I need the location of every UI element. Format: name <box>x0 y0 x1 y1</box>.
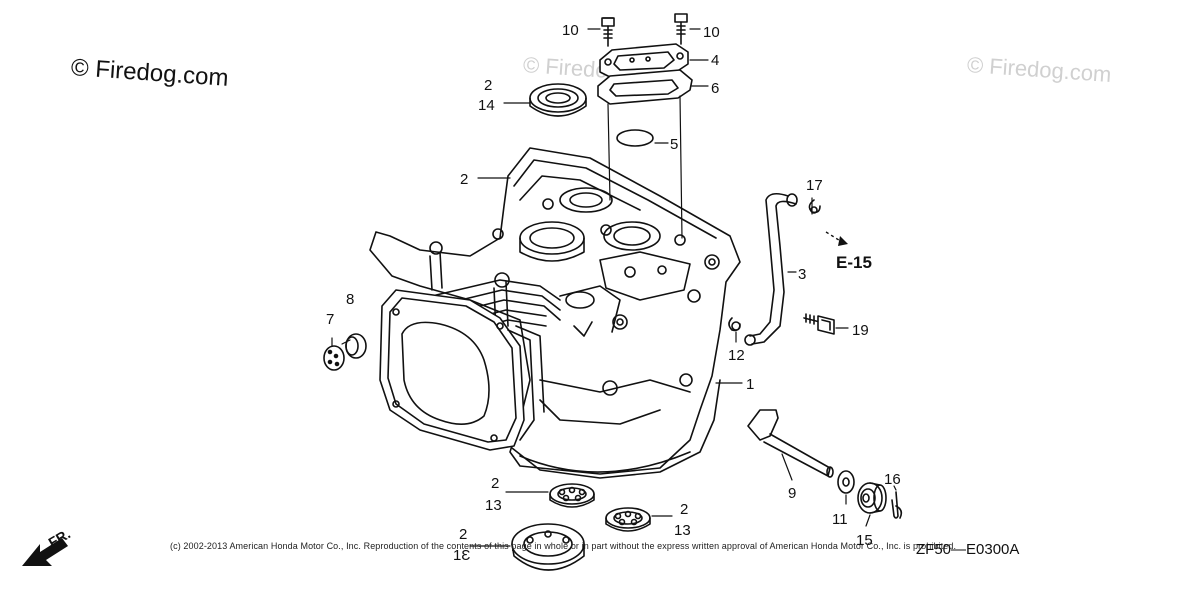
callout-labels: 10 10 4 6 5 2 14 2 17 E-15 3 8 7 12 19 1… <box>46 22 901 564</box>
bolt-part-10a <box>601 17 615 47</box>
front-direction-arrow <box>22 538 68 566</box>
breather-tube-part-3 <box>744 192 798 346</box>
bolt-part-19 <box>803 313 835 335</box>
rocker-cover-plate-part-4 <box>599 43 689 79</box>
callout-9: 9 <box>788 485 796 502</box>
plug-part-5 <box>616 129 654 147</box>
callout-13: 13 <box>485 497 502 514</box>
seal-part-15 <box>857 482 887 514</box>
cylinder-bore-face <box>379 289 525 451</box>
plug-part-7 <box>323 345 345 371</box>
callout-2: 2 <box>460 171 468 188</box>
washer-part-11 <box>837 470 855 494</box>
callout-10: 10 <box>562 22 579 39</box>
callout-1: 1 <box>746 376 754 393</box>
callout-3: 3 <box>798 266 806 283</box>
cooling-fins <box>507 325 545 441</box>
callout-10: 10 <box>703 24 720 41</box>
callout-17: 17 <box>806 177 823 194</box>
diagram-code: ZF50—E0300A <box>916 541 1020 558</box>
callout-12: 12 <box>728 347 745 364</box>
callout-5: 5 <box>670 136 678 153</box>
callout-14: 14 <box>478 97 495 114</box>
callout-4: 4 <box>711 52 719 69</box>
callout-19: 19 <box>852 322 869 339</box>
callout-16: 16 <box>884 471 901 488</box>
pin-part-16 <box>891 491 903 519</box>
callout-2: 2 <box>680 501 688 518</box>
governor-arm-part-9 <box>747 409 834 478</box>
bearing-part-13a <box>549 483 595 508</box>
ref-arrow <box>825 231 848 246</box>
callout-2: 2 <box>491 475 499 492</box>
bolt-part-10b <box>674 13 688 45</box>
clip-part-12 <box>728 317 741 332</box>
clip-part-17 <box>808 199 821 214</box>
callout-13: 13 <box>674 522 691 539</box>
callout-7: 7 <box>326 311 334 328</box>
plug-part-8 <box>345 333 367 359</box>
callout-15: 15 <box>856 532 873 549</box>
callout-11: 11 <box>832 511 848 528</box>
leader-lines <box>331 28 897 547</box>
reference-e15: E-15 <box>836 253 872 272</box>
copyright-notice: (c) 2002-2013 American Honda Motor Co., … <box>170 541 957 551</box>
callout-6: 6 <box>711 80 719 97</box>
bearing-part-13c <box>511 523 585 571</box>
oil-seal-part-14 <box>529 83 587 117</box>
cover-gasket-part-6 <box>597 69 693 105</box>
callout-8: 8 <box>346 291 354 308</box>
callout-13: 1Ɛ <box>453 547 470 564</box>
callout-2: 2 <box>484 77 492 94</box>
bearing-part-13b <box>605 507 651 532</box>
callout-2: 2 <box>459 526 467 543</box>
